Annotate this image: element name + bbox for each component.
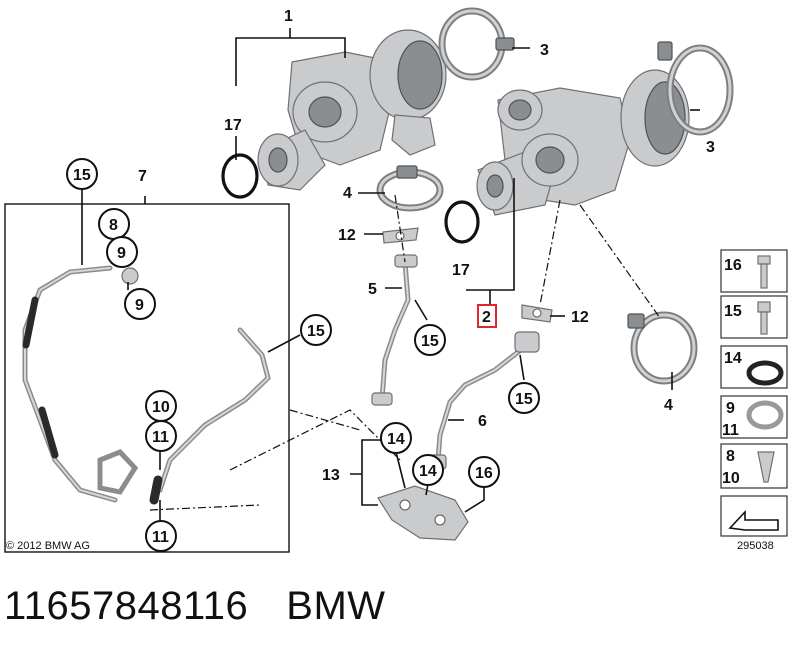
assembly-frame-7	[4, 203, 290, 553]
callout-15-b: 15	[307, 323, 325, 340]
svg-text:10: 10	[722, 470, 740, 487]
callout-1: 1	[284, 8, 293, 25]
oil-pipe-5[interactable]	[371, 254, 418, 406]
callout-2-highlighted[interactable]: 2	[477, 304, 497, 328]
callout-12-right: 12	[571, 309, 589, 326]
svg-text:14: 14	[724, 350, 742, 367]
sealing-ring-left[interactable]	[221, 153, 259, 199]
callout-15-a: 15	[73, 167, 91, 184]
footer-caption: 11657848116 BMW	[4, 584, 386, 629]
svg-text:11: 11	[722, 422, 739, 439]
part-number: 11657848116	[4, 584, 249, 628]
callout-2: 2	[482, 309, 491, 326]
coolant-line-7[interactable]	[22, 265, 271, 505]
callout-8: 8	[109, 217, 118, 234]
callout-13: 13	[322, 467, 340, 484]
callout-3-right: 3	[706, 139, 715, 156]
clamp-middle[interactable]	[376, 165, 444, 212]
callout-5: 5	[368, 281, 377, 298]
gasket-left[interactable]	[382, 227, 419, 244]
copyright-text: © 2012 BMW AG	[6, 540, 90, 552]
callout-9-b: 9	[135, 297, 144, 314]
callout-17-right: 17	[452, 262, 470, 279]
callout-3-top: 3	[540, 42, 549, 59]
legend-tile-14[interactable]: 14	[720, 345, 788, 389]
clamp-top-right[interactable]	[657, 41, 734, 136]
small-parts-legend: 16 15 14 9 11 8 10	[720, 249, 788, 537]
svg-text:9: 9	[726, 400, 735, 417]
brand-name: BMW	[286, 584, 386, 628]
leader-lines	[81, 28, 700, 520]
callout-6: 6	[478, 413, 487, 430]
callout-numbers: 1 3 3 17 7 4 12 17 5 12 4 6 13	[138, 8, 715, 484]
svg-text:15: 15	[724, 303, 742, 320]
diagram-code: 295038	[737, 540, 774, 552]
callout-4-bottom: 4	[664, 397, 673, 414]
callout-circles: 15 8 9 9 15 15 15 10 11 11 14 14 16	[66, 158, 540, 552]
callout-14-a: 14	[387, 431, 405, 448]
callout-9-a: 9	[117, 245, 126, 262]
legend-tile-16[interactable]: 16	[720, 249, 788, 293]
gasket-right[interactable]	[521, 304, 553, 323]
turbocharger-left[interactable]	[257, 29, 447, 191]
callout-11-b: 11	[152, 529, 169, 546]
direction-arrow-icon	[728, 509, 779, 531]
callout-11-a: 11	[152, 429, 169, 446]
dash-dot-lines	[149, 194, 661, 511]
callout-15-c: 15	[421, 333, 439, 350]
callout-12-left: 12	[338, 227, 356, 244]
svg-text:8: 8	[726, 448, 735, 465]
clamp-top-left[interactable]	[438, 7, 515, 81]
callout-17-left: 17	[224, 117, 242, 134]
legend-tile-15[interactable]: 15	[720, 295, 788, 339]
callout-14-b: 14	[419, 463, 437, 480]
callout-7: 7	[138, 168, 147, 185]
callout-15-d: 15	[515, 391, 533, 408]
bracket-13[interactable]	[377, 485, 469, 541]
svg-text:16: 16	[724, 257, 742, 274]
turbocharger-right[interactable]	[476, 69, 690, 216]
legend-tile-9-11[interactable]: 9 11	[720, 395, 788, 439]
callout-4-middle: 4	[343, 185, 352, 202]
clamp-bottom-right[interactable]	[627, 311, 698, 385]
callout-10: 10	[152, 399, 170, 416]
sealing-ring-right[interactable]	[444, 200, 480, 244]
legend-tile-arrow	[720, 495, 788, 537]
legend-tile-8-10[interactable]: 8 10	[720, 443, 788, 489]
callout-16: 16	[475, 465, 493, 482]
